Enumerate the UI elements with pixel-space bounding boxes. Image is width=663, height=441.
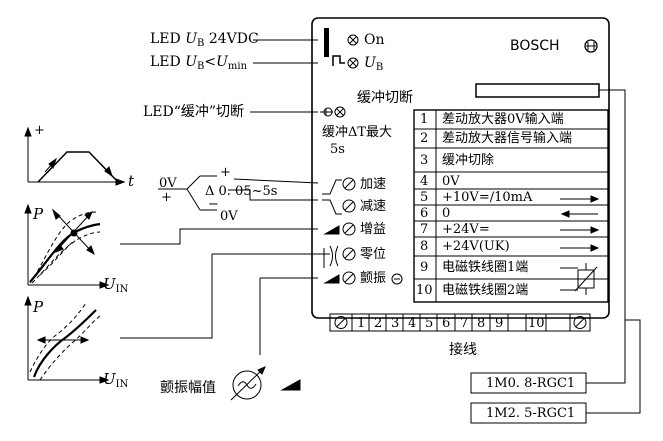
model-label-2: 1M2. 5-RGC1 <box>486 406 576 421</box>
led-ub-24vdc-label: LED UB 24VDC <box>150 31 259 49</box>
table-row-6-desc: 0 <box>442 206 451 221</box>
knob-accel-icon <box>322 177 356 195</box>
bosch-logo-icon <box>584 39 598 53</box>
table-row-10-num: 10 <box>416 283 433 298</box>
led-ub-icon <box>347 57 359 69</box>
switch-0v-bottom: 0V <box>220 209 238 224</box>
graph1-p-label: P <box>33 205 44 223</box>
dither-amplitude-label: 颤振幅值 <box>160 380 216 396</box>
terminal-5: 5 <box>425 316 434 331</box>
brand-name: BOSCH <box>510 38 560 54</box>
buffer-dt-max-label: 缓冲ΔT最大 <box>322 125 393 140</box>
knob-label-accel: 加速 <box>360 177 387 192</box>
table-row-2-num: 2 <box>420 131 429 146</box>
table-row-6-num: 6 <box>420 206 429 221</box>
p-uin-graph-2 <box>24 295 110 384</box>
led-ub-umin-label: LED UB<Umin <box>150 54 248 72</box>
panel-outline <box>311 17 610 319</box>
table-row-2-desc: 差动放大器信号输入端 <box>442 131 573 146</box>
switch-plus-bottom: + <box>161 190 172 205</box>
led-symbol-icon <box>332 55 345 66</box>
ramp-t-label: t <box>128 172 135 190</box>
knob-decel-icon <box>322 199 356 215</box>
dither-gauge-icon <box>230 366 301 401</box>
led-bar <box>324 28 329 57</box>
table-row-4-desc: 0V <box>442 174 460 189</box>
terminal-6: 6 <box>442 316 451 331</box>
ramp-plus-label: + <box>34 123 45 138</box>
table-row-10-desc: 电磁铁线圈2端 <box>442 283 529 298</box>
table-row-8-num: 8 <box>420 239 429 254</box>
graph2-p-label: P <box>33 298 44 316</box>
label-box <box>475 83 600 98</box>
switch-range-label: Δ 0. 05~5s <box>205 184 278 199</box>
on-label: On <box>364 32 385 48</box>
knob-label-zero: 零位 <box>360 247 387 262</box>
switch-minus: − <box>208 197 219 212</box>
terminal-strip <box>329 313 591 332</box>
graph1-uin-label: UIN <box>103 275 129 295</box>
graph2-uin-label: UIN <box>103 370 129 390</box>
table-row-4-num: 4 <box>420 174 429 189</box>
table-row-3-num: 3 <box>420 153 429 168</box>
terminal-3: 3 <box>391 316 400 331</box>
terminal-table-grid <box>413 109 609 303</box>
buffer-cut-label: 缓冲切断 <box>357 90 413 106</box>
buffer-dt-value: 5s <box>330 142 345 157</box>
table-row-5-desc: +10V=/10mA <box>442 190 533 205</box>
led-buffer-label: LED“缓冲”切断 <box>143 104 245 120</box>
table-row-7-num: 7 <box>420 222 429 237</box>
led-on-icon <box>347 34 359 46</box>
terminal-2: 2 <box>374 316 383 331</box>
table-row-9-desc: 电磁铁线圈1端 <box>442 260 529 275</box>
table-row-8-desc: +24V(UK) <box>442 239 510 254</box>
terminal-strip-label: 接线 <box>449 342 477 358</box>
terminal-10: 10 <box>528 316 545 331</box>
ramp-graph <box>24 126 126 186</box>
ub-label: UB <box>364 55 384 73</box>
model-label-1: 1M0. 8-RGC1 <box>486 376 576 391</box>
knob-zero-icon <box>318 245 356 268</box>
coil-icon <box>560 263 598 295</box>
buffer-led-icon <box>320 106 346 118</box>
table-row-5-num: 5 <box>420 190 429 205</box>
table-row-1-desc: 差动放大器0V输入端 <box>442 112 564 127</box>
terminal-9: 9 <box>495 316 504 331</box>
table-row-9-num: 9 <box>420 260 429 275</box>
knob-dither-icon <box>323 271 403 285</box>
knob-gain-icon <box>323 222 356 236</box>
terminal-4: 4 <box>408 316 417 331</box>
knob-label-dither: 颤振 <box>360 271 387 286</box>
switch-plus-top: + <box>220 165 231 180</box>
knob-label-gain: 增益 <box>360 222 387 237</box>
table-row-3-desc: 缓冲切除 <box>442 153 495 168</box>
terminal-1: 1 <box>357 316 366 331</box>
terminal-8: 8 <box>477 316 486 331</box>
switch-icon <box>158 175 217 211</box>
terminal-7: 7 <box>460 316 469 331</box>
table-row-7-desc: +24V= <box>442 222 490 237</box>
table-row-1-num: 1 <box>420 112 429 127</box>
p-uin-graph-1 <box>24 203 110 289</box>
knob-label-decel: 减速 <box>360 199 387 214</box>
switch-0v-top: 0V <box>159 176 177 191</box>
